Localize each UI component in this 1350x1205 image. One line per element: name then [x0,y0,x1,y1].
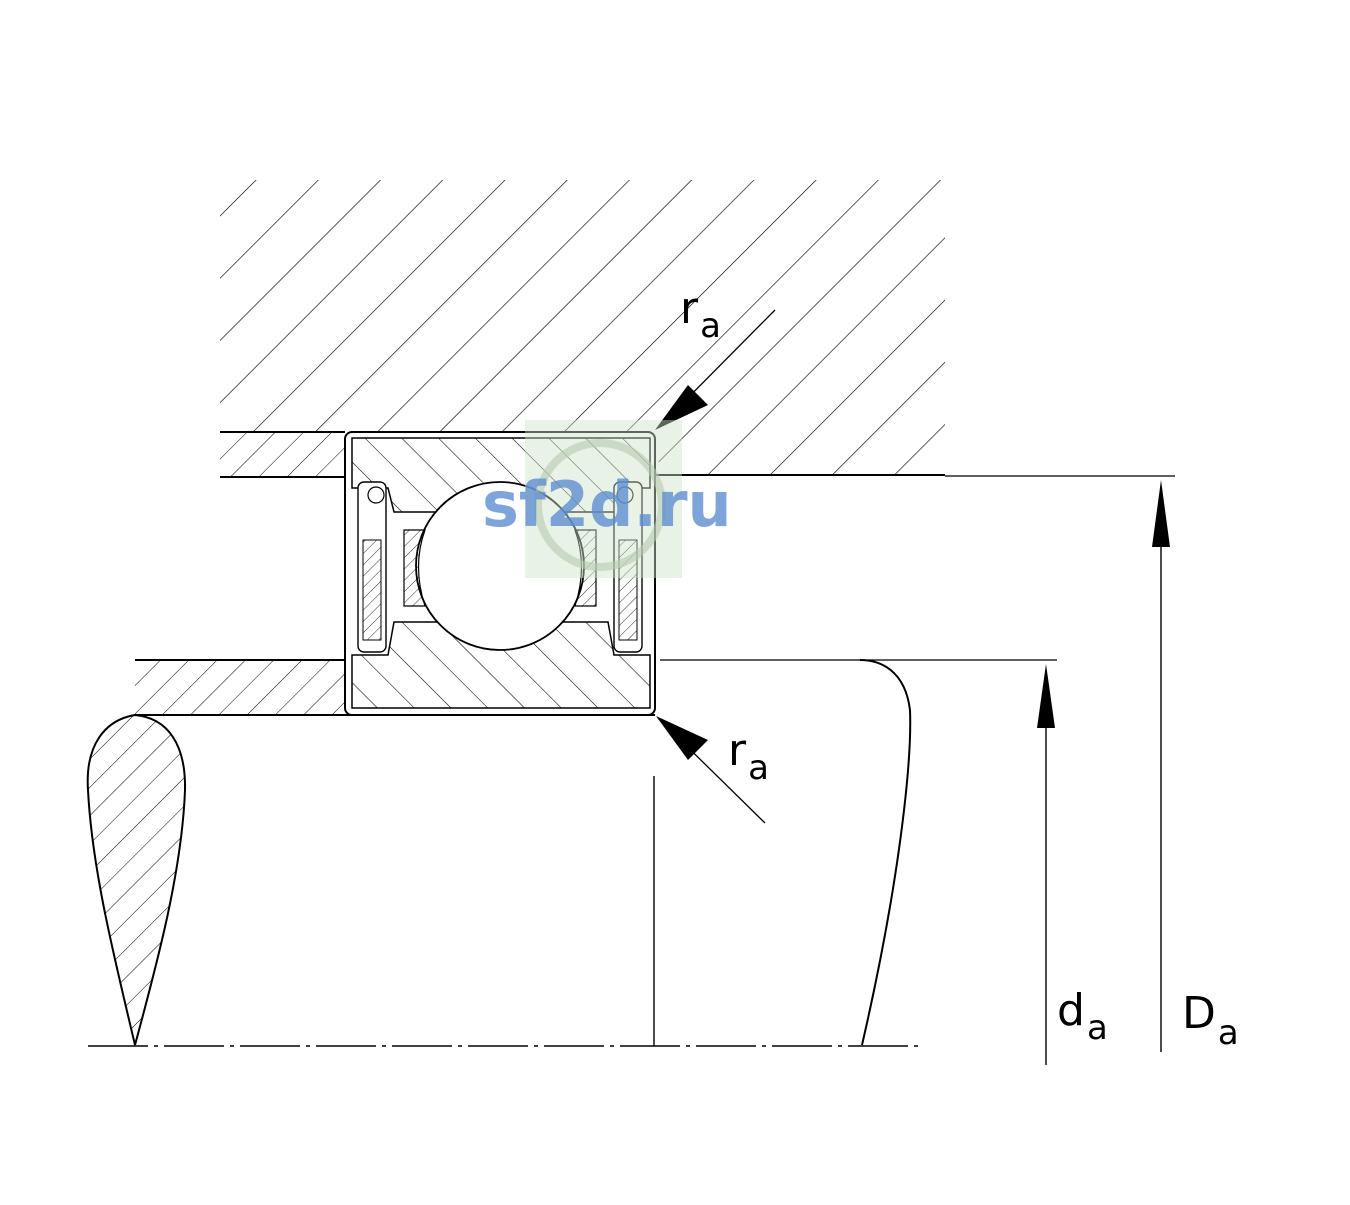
bearing [344,431,656,716]
watermark: sf2d.ru [482,420,732,578]
watermark-logo-icon [534,439,666,571]
shaft-contour-right [859,659,912,1046]
watermark-text: sf2d.ru [482,468,732,541]
shaft-shoulder [135,659,655,716]
housing-shoulder [220,432,345,478]
label-ra-top: ra [680,283,721,346]
shaft-section-left [86,713,187,1046]
radius-indicator-bottom [656,716,766,824]
label-da: da [1057,985,1108,1048]
label-Da: Da [1182,988,1239,1053]
radius-indicator-top [655,309,776,430]
bearing-cage [403,529,597,607]
label-ra-bottom: ra [728,725,769,788]
dimension-Da [1152,480,1170,1052]
bearing-seal-left [357,481,387,653]
dimension-da [1037,664,1055,1065]
